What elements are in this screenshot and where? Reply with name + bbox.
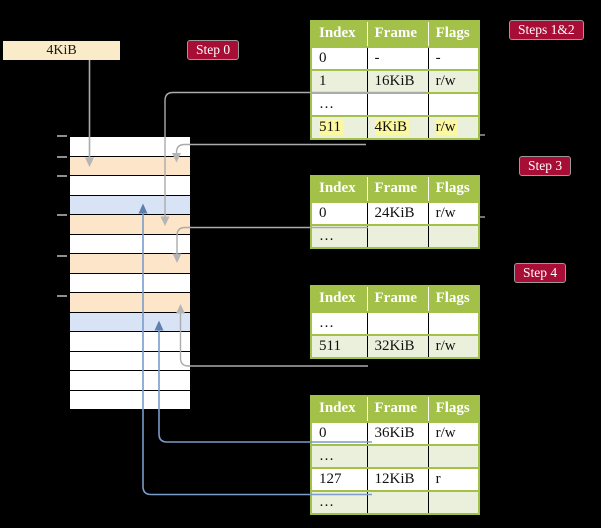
table-cell: 1	[311, 69, 367, 93]
table-cell: …	[311, 490, 367, 514]
frame-address-label: 4KiB	[3, 41, 120, 60]
table-cell: 36KiB	[366, 421, 429, 445]
table-cell: 4KiB	[366, 115, 429, 139]
table-row: …	[311, 311, 479, 335]
memory-cell-6	[70, 253, 190, 273]
table-cell: r/w	[427, 115, 479, 139]
table-cell: 511	[311, 334, 367, 358]
table-cell: r/w	[427, 201, 479, 225]
table-cell	[366, 490, 429, 514]
column-header-flags: Flags	[427, 396, 479, 422]
column-header-frame: Frame	[366, 176, 429, 202]
address-tick	[57, 255, 67, 257]
column-header-flags: Flags	[427, 286, 479, 312]
badge-step-0: Step 0	[187, 40, 240, 60]
table-row: …	[311, 490, 479, 514]
table-cell: 0	[311, 421, 367, 445]
table-cell: 511	[311, 115, 367, 139]
address-tick	[57, 294, 67, 297]
memory-cell-2	[70, 175, 190, 195]
table-row: …	[311, 92, 479, 116]
table-cell: …	[311, 92, 367, 116]
memory-cell-0	[70, 136, 190, 156]
memory-column	[70, 136, 190, 411]
memory-cell-7	[70, 272, 190, 292]
column-header-flags: Flags	[427, 176, 479, 202]
table-cell	[366, 224, 429, 248]
table-row: …	[311, 444, 479, 468]
column-header-frame: Frame	[366, 286, 429, 312]
badge-step-3: Step 3	[519, 156, 572, 176]
table-cell	[366, 92, 429, 116]
address-tick	[57, 214, 67, 216]
table-cell	[427, 444, 479, 468]
memory-cell-4	[70, 214, 190, 234]
address-tick	[57, 155, 67, 158]
column-header-flags: Flags	[427, 21, 479, 47]
column-header-index: Index	[311, 176, 367, 202]
table-cell: r/w	[427, 421, 479, 445]
column-header-index: Index	[311, 21, 367, 47]
arrow-t1row511-to-cell1	[175, 143, 366, 154]
badge-steps-1-2: Steps 1&2	[509, 20, 584, 40]
table-cell	[366, 311, 429, 335]
memory-cell-9	[70, 311, 190, 331]
column-header-index: Index	[311, 396, 367, 422]
memory-cell-12	[70, 370, 190, 390]
table-cell: 12KiB	[366, 467, 429, 491]
table-cell	[427, 92, 479, 116]
badge-step-4: Step 4	[514, 263, 567, 283]
table-cell: …	[311, 311, 367, 335]
table-cell	[427, 311, 479, 335]
memory-cell-8	[70, 292, 190, 312]
table-cell	[427, 490, 479, 514]
column-header-frame: Frame	[366, 396, 429, 422]
memory-cell-10	[70, 331, 190, 351]
memory-cell-3	[70, 194, 190, 214]
column-header-index: Index	[311, 286, 367, 312]
memory-cell-5	[70, 233, 190, 253]
table-cell: 0	[311, 201, 367, 225]
table-cell: 127	[311, 467, 367, 491]
table-cell: 24KiB	[366, 201, 429, 225]
table-row: …	[311, 224, 479, 248]
table-cell: r/w	[427, 69, 479, 93]
column-header-frame: Frame	[366, 21, 429, 47]
memory-cell-13	[70, 389, 190, 409]
table-cell: r	[427, 467, 479, 491]
memory-cell-11	[70, 350, 190, 370]
address-tick	[57, 175, 67, 177]
table-cell: -	[427, 46, 479, 70]
table-row: 0--	[311, 46, 479, 70]
memory-cell-1	[70, 155, 190, 175]
table-cell: -	[366, 46, 429, 70]
table-cell	[427, 224, 479, 248]
table-cell: 16KiB	[366, 69, 429, 93]
table-cell: 0	[311, 46, 367, 70]
address-tick	[57, 135, 67, 137]
table-cell: r/w	[427, 334, 479, 358]
table-cell: …	[311, 444, 367, 468]
table-cell: 32KiB	[366, 334, 429, 358]
table-cell: …	[311, 224, 367, 248]
table-cell	[366, 444, 429, 468]
